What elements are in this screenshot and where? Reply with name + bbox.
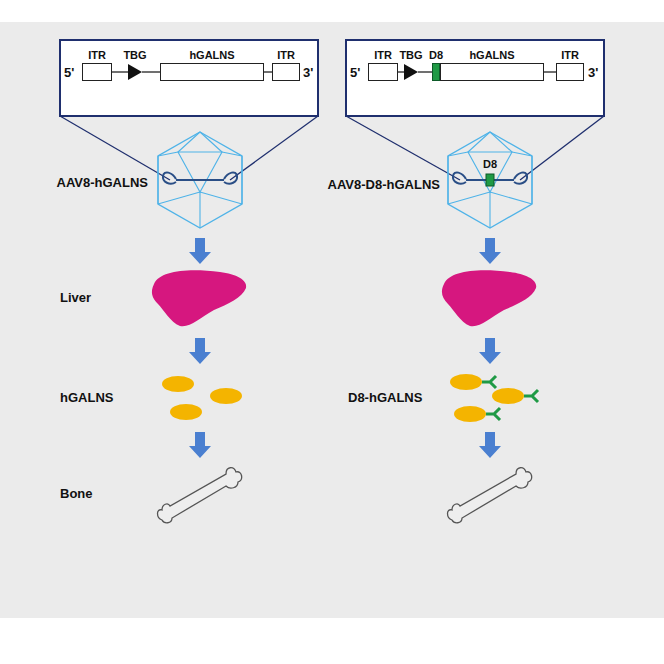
element-box: ITR xyxy=(272,63,300,81)
element-label: ITR xyxy=(88,49,106,61)
element-label: hGALNS xyxy=(189,49,234,61)
element-box: ITR xyxy=(556,63,584,81)
triangle-shape xyxy=(404,64,418,80)
element-label: TBG xyxy=(399,49,422,61)
text-label: Liver xyxy=(60,290,91,305)
text-label: 5' xyxy=(350,65,360,80)
triangle-shape xyxy=(128,64,142,80)
text-label: AAV8-D8-hGALNS xyxy=(328,177,440,192)
text-label: 3' xyxy=(303,65,313,80)
backbone-line xyxy=(142,71,160,72)
backbone-line xyxy=(264,71,272,72)
backbone-line xyxy=(418,71,432,72)
text-label: 3' xyxy=(588,65,598,80)
element-box: hGALNS xyxy=(160,63,264,81)
text-label: 5' xyxy=(64,65,74,80)
element-box: ITR xyxy=(82,63,112,81)
promoter-triangle: TBG xyxy=(128,64,142,80)
text-label: AAV8-hGALNS xyxy=(57,175,148,190)
text-label: hGALNS xyxy=(60,390,113,405)
element-label: ITR xyxy=(374,49,392,61)
element-label: ITR xyxy=(561,49,579,61)
tag-box: D8 xyxy=(432,63,440,81)
text-label: Bone xyxy=(60,486,93,501)
element-label: TBG xyxy=(123,49,146,61)
element-box: hGALNS xyxy=(440,63,544,81)
backbone-line xyxy=(112,71,128,72)
backbone-line xyxy=(398,71,404,72)
text-label: D8-hGALNS xyxy=(348,390,422,405)
element-label: hGALNS xyxy=(469,49,514,61)
promoter-triangle: TBG xyxy=(404,64,418,80)
backbone-line xyxy=(544,71,556,72)
element-label: ITR xyxy=(277,49,295,61)
element-label: D8 xyxy=(429,49,443,61)
text-label: D8 xyxy=(483,158,497,170)
element-box: ITR xyxy=(368,63,398,81)
